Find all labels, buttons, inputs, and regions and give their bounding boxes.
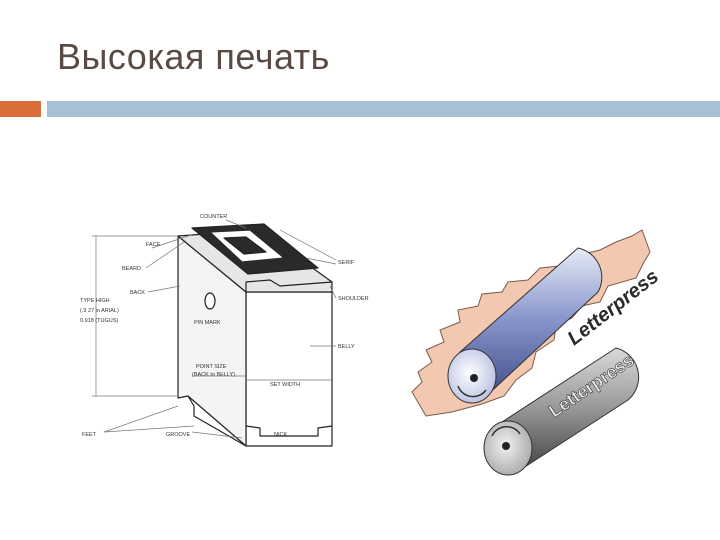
- type-body-front: [245, 291, 333, 447]
- label-belly: BELLY: [338, 344, 355, 350]
- label-serif: SERIF: [338, 260, 355, 266]
- pin-mark: [204, 292, 216, 310]
- label-groove: GROOVE: [166, 432, 190, 438]
- label-feet: FEET: [82, 432, 97, 438]
- type-anatomy-diagram: COUNTER FACE BEARD BACK TYPE HIGH (.9 27…: [80, 214, 369, 447]
- title-rule-bar: [47, 101, 720, 117]
- label-set-width: SET WIDTH: [270, 382, 300, 388]
- label-type-high-value: 0.918 (TUGUS): [80, 318, 118, 324]
- letterpress-roller-illustration: Letterpress Letterpress: [411, 229, 663, 476]
- title-rule-accent: [0, 101, 41, 117]
- label-counter: COUNTER: [200, 214, 227, 220]
- upper-roller: [447, 247, 603, 404]
- label-point-size: POINT SIZE: [196, 364, 227, 370]
- slide-title: Высокая печать: [57, 36, 330, 77]
- label-beard: BEARD: [122, 266, 141, 272]
- label-type-high: TYPE HIGH: [80, 298, 110, 304]
- label-back: BACK: [130, 290, 145, 296]
- label-nick: NICK: [274, 432, 287, 438]
- label-shoulder: SHOULDER: [338, 296, 369, 302]
- label-pin-mark: PIN MARK: [194, 320, 221, 326]
- label-face: FACE: [146, 242, 161, 248]
- label-type-high-note: (.9 27 in ARIAL): [80, 308, 119, 314]
- label-point-size-note: (BACK to BELLY): [192, 372, 235, 378]
